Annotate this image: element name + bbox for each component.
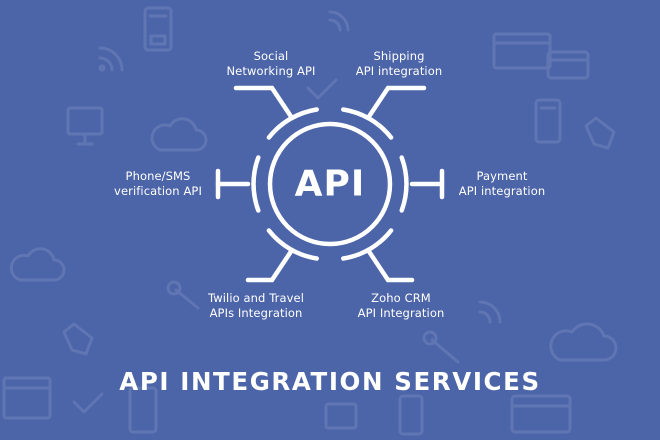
outer-ring-arc: [399, 155, 409, 213]
wifi-icon: [328, 10, 350, 32]
node-zoho-crm-api-integration: Zoho CRM API Integration: [358, 291, 445, 320]
cloud-icon: [549, 322, 618, 362]
node-label-line: Networking API: [226, 63, 316, 78]
browser-window-icon: [2, 376, 52, 420]
node-social-networking-api: Social Networking API: [226, 49, 315, 78]
checkmark-icon: [72, 392, 104, 414]
outer-ring-arc: [266, 107, 319, 140]
wifi-icon: [478, 300, 502, 324]
node-label-line: API integration: [458, 183, 546, 198]
banner-title: API INTEGRATION SERVICES: [119, 367, 541, 396]
mobile-phone-icon: [143, 6, 173, 52]
wrench-icon: [422, 330, 460, 364]
outer-ring-arc: [341, 107, 394, 140]
cloud-icon: [9, 247, 66, 282]
hand-cursor-icon: [62, 322, 94, 356]
checkmark-icon: [306, 78, 338, 100]
node-label-line: Payment: [476, 169, 528, 183]
cloud-icon: [150, 117, 208, 152]
connector-phone-sms: [215, 168, 251, 200]
credit-card-icon: [510, 394, 572, 434]
node-label-line: Shipping: [373, 49, 425, 63]
node-phone-sms-verification-api: Phone/SMS verification API: [114, 169, 202, 198]
node-twilio-travel-apis-integration: Twilio and Travel APIs Integration: [208, 291, 304, 320]
api-hub-circle: [267, 121, 393, 247]
wrench-icon: [166, 280, 200, 310]
api-hub-label: API: [294, 163, 366, 205]
node-label-line: Zoho CRM: [371, 291, 431, 305]
outer-ring-arc: [251, 155, 261, 213]
node-label-line: Phone/SMS: [125, 169, 191, 183]
tablet-icon: [128, 386, 158, 434]
laptop-icon: [66, 106, 104, 146]
node-label-line: APIs Integration: [209, 305, 303, 320]
node-shipping-api-integration: Shipping API integration: [356, 49, 443, 78]
connector-twilio-travel: [245, 247, 295, 283]
node-label-line: API integration: [355, 63, 443, 78]
tablet-icon: [534, 98, 562, 144]
credit-card-icon: [546, 50, 590, 80]
hand-cursor-icon: [584, 116, 616, 150]
laptop-icon: [324, 402, 358, 430]
node-label-line: Social: [253, 49, 289, 63]
node-label-line: Twilio and Travel: [208, 291, 304, 305]
outer-ring-arc: [266, 228, 319, 261]
wifi-icon: [98, 46, 124, 72]
tablet-icon: [398, 394, 424, 436]
connector-shipping: [365, 85, 427, 121]
node-label-line: verification API: [114, 183, 202, 198]
node-payment-api-integration: Payment API integration: [459, 169, 546, 198]
node-label-line: API Integration: [357, 305, 445, 320]
connector-social-networking: [233, 85, 295, 121]
outer-ring-arc: [341, 228, 394, 261]
connector-payment: [409, 168, 445, 200]
connector-zoho-crm: [365, 247, 415, 283]
